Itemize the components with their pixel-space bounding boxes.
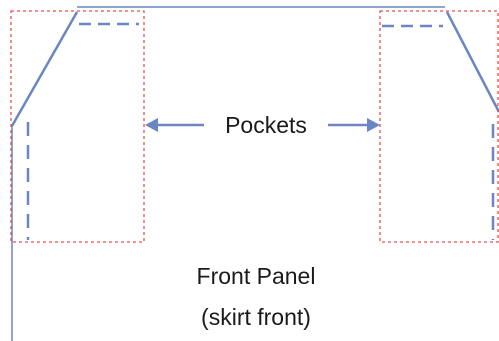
left-pocket-outline (10, 10, 145, 243)
skirt-front-label: (skirt front) (201, 304, 311, 330)
pockets-label: Pockets (225, 112, 307, 138)
right-pocket-outline (379, 10, 499, 243)
right-pocket-arrow-head (367, 118, 380, 132)
right-waist-slant-line (445, 11, 499, 113)
left-pocket-arrow-head (145, 118, 158, 132)
front-panel-label: Front Panel (197, 263, 316, 289)
left-waist-slant-line (10, 11, 79, 127)
